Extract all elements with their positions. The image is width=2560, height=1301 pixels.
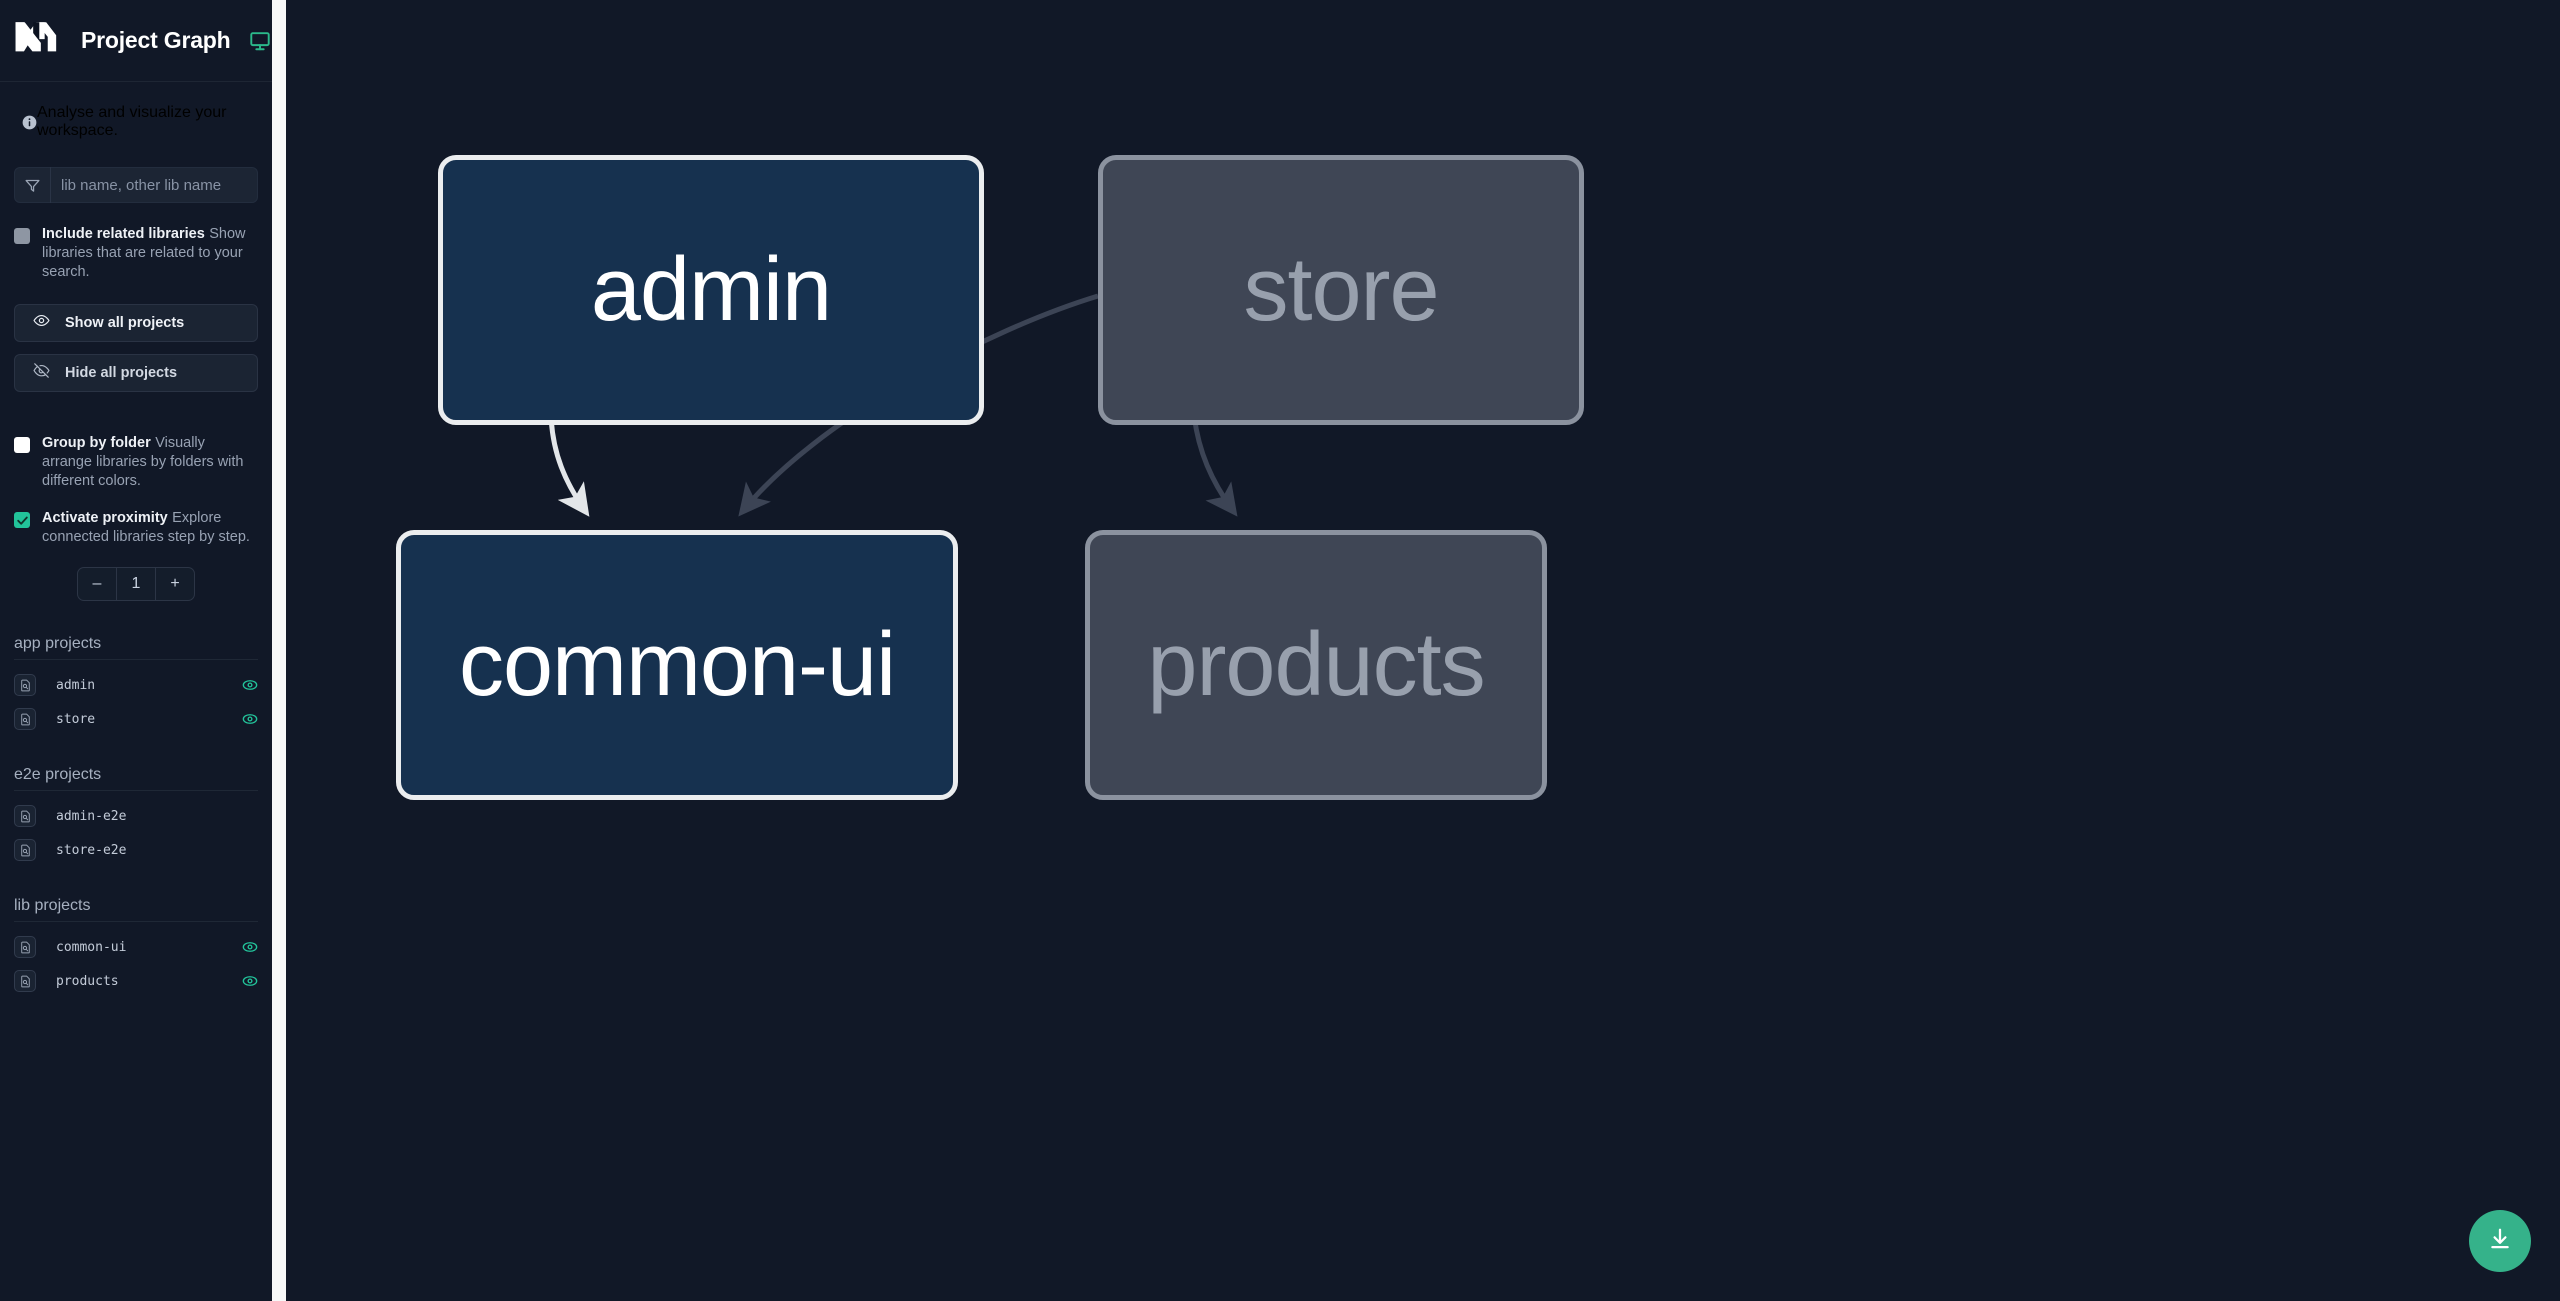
graph-node-label: admin (590, 239, 832, 340)
project-row-common-ui[interactable]: common-ui (14, 930, 258, 964)
graph-node-store[interactable]: store (1098, 155, 1584, 425)
eye-visible-icon[interactable] (242, 677, 258, 693)
project-file-icon (14, 674, 36, 696)
show-all-projects-label: Show all projects (65, 315, 185, 331)
project-name: products (56, 973, 119, 989)
option-activate-proximity[interactable]: Activate proximity Explore connected lib… (0, 509, 272, 547)
project-name: store (56, 711, 96, 727)
search-field[interactable] (14, 167, 270, 203)
include-related-libraries-description: Show libraries that are related to your … (42, 226, 246, 280)
project-file-icon (14, 936, 36, 958)
proximity-value: 1 (116, 568, 155, 600)
group-heading-app-projects: app projects (14, 635, 258, 660)
group-by-folder-label: Group by folder (42, 435, 151, 451)
graph-canvas[interactable]: admin store common-ui products (286, 0, 2560, 1301)
hide-all-projects-button[interactable]: Hide all projects (14, 354, 258, 392)
project-name: admin-e2e (56, 808, 127, 824)
project-row-store-e2e[interactable]: store-e2e (14, 833, 258, 867)
group-by-folder-description: Visually arrange libraries by folders wi… (42, 435, 244, 489)
project-file-icon (14, 708, 36, 730)
group-heading-lib-projects: lib projects (14, 897, 258, 922)
download-icon (2487, 1226, 2513, 1257)
project-name: common-ui (56, 939, 127, 955)
eye-visible-icon[interactable] (242, 939, 258, 955)
graph-node-products[interactable]: products (1085, 530, 1547, 800)
proximity-decrement-button[interactable]: – (92, 575, 102, 592)
search-input[interactable] (51, 168, 270, 202)
project-row-admin-e2e[interactable]: admin-e2e (14, 799, 258, 833)
option-include-related-libraries[interactable]: Include related libraries Show libraries… (0, 225, 272, 282)
proximity-increment-button[interactable]: + (155, 568, 194, 600)
eye-off-icon (33, 362, 50, 384)
nx-logo-icon (14, 19, 60, 63)
group-by-folder-checkbox[interactable] (14, 437, 30, 453)
project-name: store-e2e (56, 842, 127, 858)
project-file-icon (14, 839, 36, 861)
include-related-libraries-label: Include related libraries (42, 226, 205, 242)
sidebar-header: Project Graph (0, 0, 272, 82)
eye-icon (33, 312, 50, 334)
project-row-admin[interactable]: admin (14, 668, 258, 702)
project-file-icon (14, 805, 36, 827)
proximity-stepper[interactable]: – 1 + (77, 567, 195, 601)
activate-proximity-description: Explore connected libraries step by step… (42, 510, 250, 545)
graph-node-label: common-ui (458, 614, 896, 715)
activate-proximity-checkbox[interactable] (14, 512, 30, 528)
page-title: Project Graph (81, 27, 231, 53)
show-all-projects-button[interactable]: Show all projects (14, 304, 258, 342)
graph-node-common-ui[interactable]: common-ui (396, 530, 958, 800)
eye-visible-icon[interactable] (242, 973, 258, 989)
tagline-text: Analyse and visualize your workspace. (37, 104, 227, 139)
monitor-icon[interactable] (249, 30, 271, 52)
tagline: Analyse and visualize your workspace. (0, 82, 272, 140)
include-related-libraries-checkbox[interactable] (14, 228, 30, 244)
graph-node-admin[interactable]: admin (438, 155, 984, 425)
hide-all-projects-label: Hide all projects (65, 365, 178, 381)
project-name: admin (56, 677, 96, 693)
graph-node-label: products (1147, 614, 1485, 715)
filter-icon (15, 167, 51, 203)
graph-node-label: store (1243, 239, 1439, 340)
sidebar: Project Graph Analyse and visualize your… (0, 0, 272, 1301)
sidebar-resize-handle[interactable] (272, 0, 286, 1301)
activate-proximity-label: Activate proximity (42, 510, 168, 526)
download-graph-button[interactable] (2469, 1210, 2531, 1272)
option-group-by-folder[interactable]: Group by folder Visually arrange librari… (0, 434, 272, 491)
project-row-products[interactable]: products (14, 964, 258, 998)
group-heading-e2e-projects: e2e projects (14, 766, 258, 791)
eye-visible-icon[interactable] (242, 711, 258, 727)
project-row-store[interactable]: store (14, 702, 258, 736)
project-file-icon (14, 970, 36, 992)
info-icon (22, 115, 37, 130)
